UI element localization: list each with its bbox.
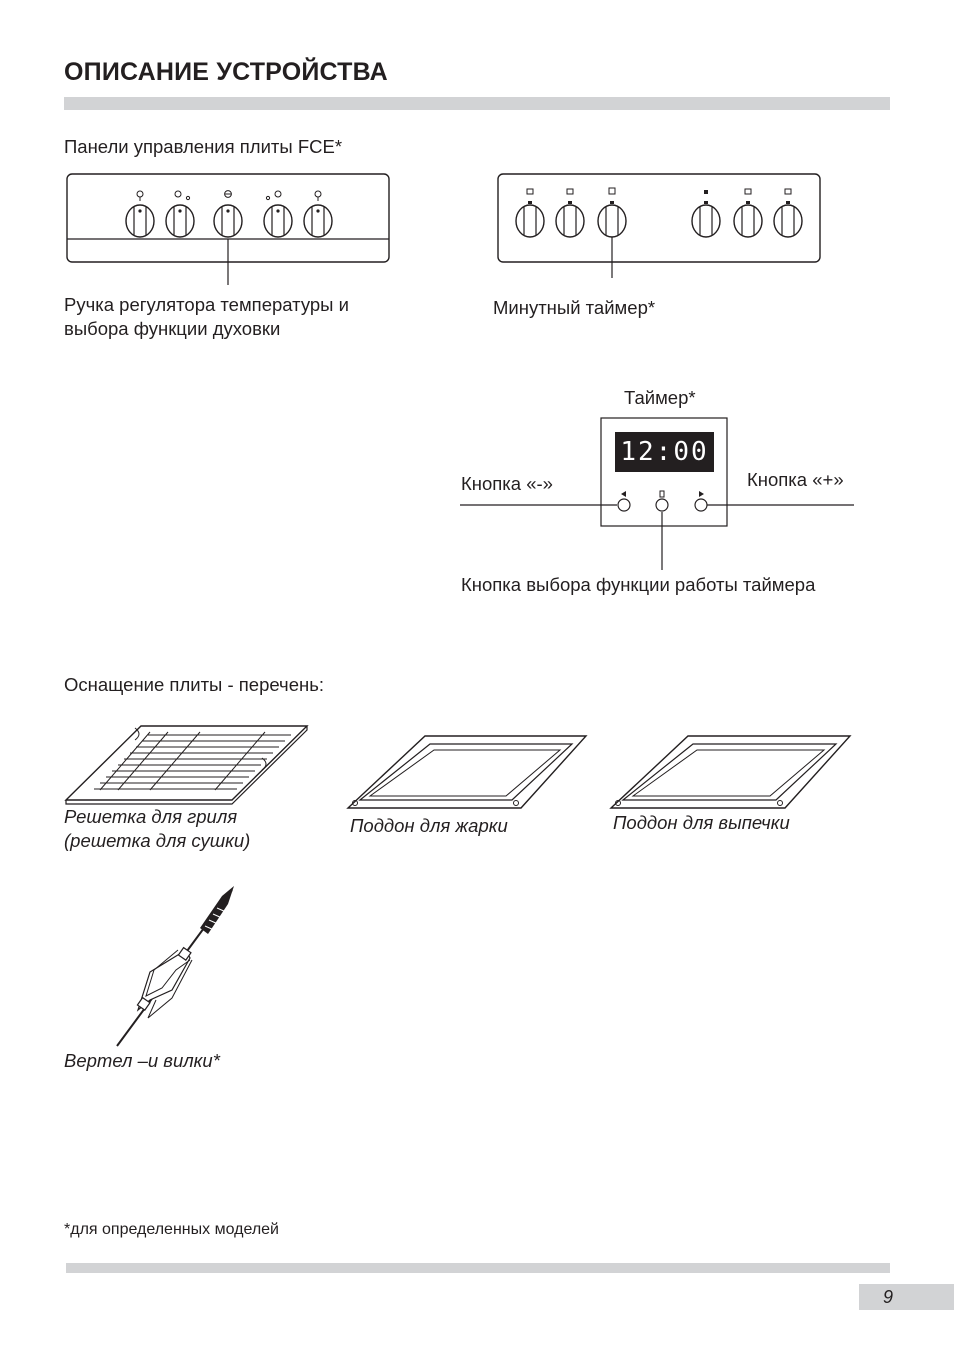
timer-display: 12:00 bbox=[620, 437, 709, 467]
timer-buttons bbox=[617, 498, 708, 512]
baking-tray-label: Поддон для выпечки bbox=[613, 812, 790, 833]
grill-rack-label-line1: Решетка для гриля bbox=[64, 806, 238, 827]
panels-heading: Панели управления плиты FCE* bbox=[64, 136, 343, 157]
plus-button-label: Кнопка «+» bbox=[747, 469, 844, 490]
roasting-tray-label: Поддон для жарки bbox=[350, 815, 508, 836]
equipment-heading: Оснащение плиты - перечень: bbox=[64, 674, 324, 695]
knobs-left bbox=[125, 204, 333, 238]
timer-title: Таймер* bbox=[624, 387, 696, 408]
page-number: 9 bbox=[859, 1284, 954, 1310]
spit-label: Вертел –и вилки* bbox=[64, 1050, 220, 1071]
knob-label-line2: выбора функции духовки bbox=[64, 318, 281, 339]
function-button-label: Кнопка выбора функции работы таймера bbox=[461, 574, 816, 595]
minus-button-label: Кнопка «-» bbox=[461, 473, 553, 494]
knob-label-line1: Ручка регулятора температуры и bbox=[64, 294, 349, 315]
minute-timer-label: Минутный таймер* bbox=[493, 297, 656, 318]
footer-divider bbox=[66, 1263, 890, 1273]
grill-rack-label-line2: (решетка для сушки) bbox=[64, 830, 251, 851]
footnote: *для определенных моделей bbox=[64, 1221, 279, 1238]
header-divider bbox=[64, 97, 890, 110]
page-title: ОПИСАНИЕ УСТРОЙСТВА bbox=[64, 58, 388, 86]
